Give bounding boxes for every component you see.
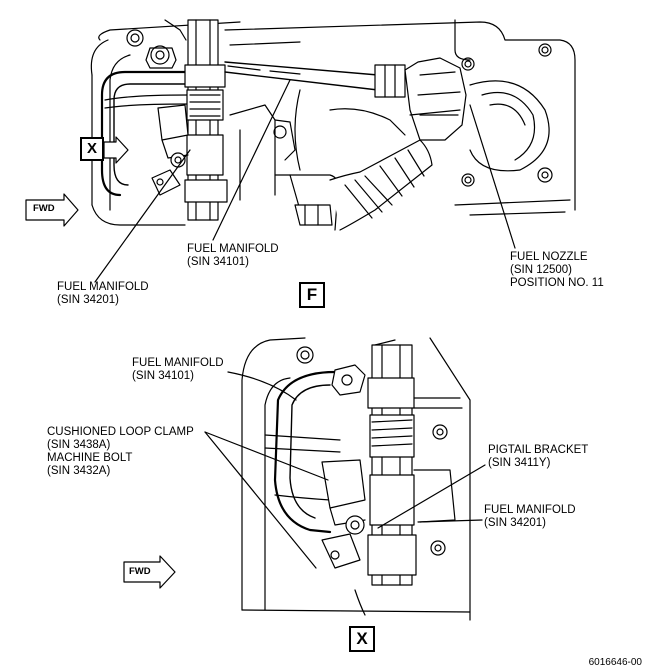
leader-bottom-fm34101 [227,371,297,401]
leader-bottom-fm34201 [417,519,483,523]
leader-top-nozzle [469,104,516,249]
leader-bottom-clamp-b [204,431,317,569]
bottom-view-art [123,337,486,621]
callout-top-fuel-manifold-34101: FUEL MANIFOLD (SIN 34101) [187,243,279,268]
view-tag-x: X [349,626,375,652]
fwd-arrow-bottom [123,555,176,589]
leader-top-fm34201 [94,149,191,283]
leader-bottom-clamp-a [204,431,329,481]
callout-bottom-fuel-manifold-34101: FUEL MANIFOLD (SIN 34101) [132,357,224,382]
fwd-arrow-top [25,193,79,227]
callout-top-fuel-nozzle: FUEL NOZZLE (SIN 12500) POSITION NO. 11 [510,251,604,289]
leader-top-fm34101 [212,79,291,241]
fwd-label-top: FWD [33,203,55,214]
detail-x-reference: X [80,137,104,161]
callout-top-fuel-manifold-34201: FUEL MANIFOLD (SIN 34201) [57,281,149,306]
top-view-art [25,19,576,283]
callout-bottom-pigtail-bracket: PIGTAIL BRACKET (SIN 3411Y) [488,444,589,469]
view-tag-f: F [299,282,325,308]
figure-number: 6016646-00 [588,657,642,668]
callout-bottom-clamp-bolt: CUSHIONED LOOP CLAMP (SIN 3438A) MACHINE… [47,426,194,477]
callout-bottom-fuel-manifold-34201: FUEL MANIFOLD (SIN 34201) [484,504,576,529]
leader-bottom-pigtail [377,464,486,529]
fwd-label-bottom: FWD [129,566,151,577]
